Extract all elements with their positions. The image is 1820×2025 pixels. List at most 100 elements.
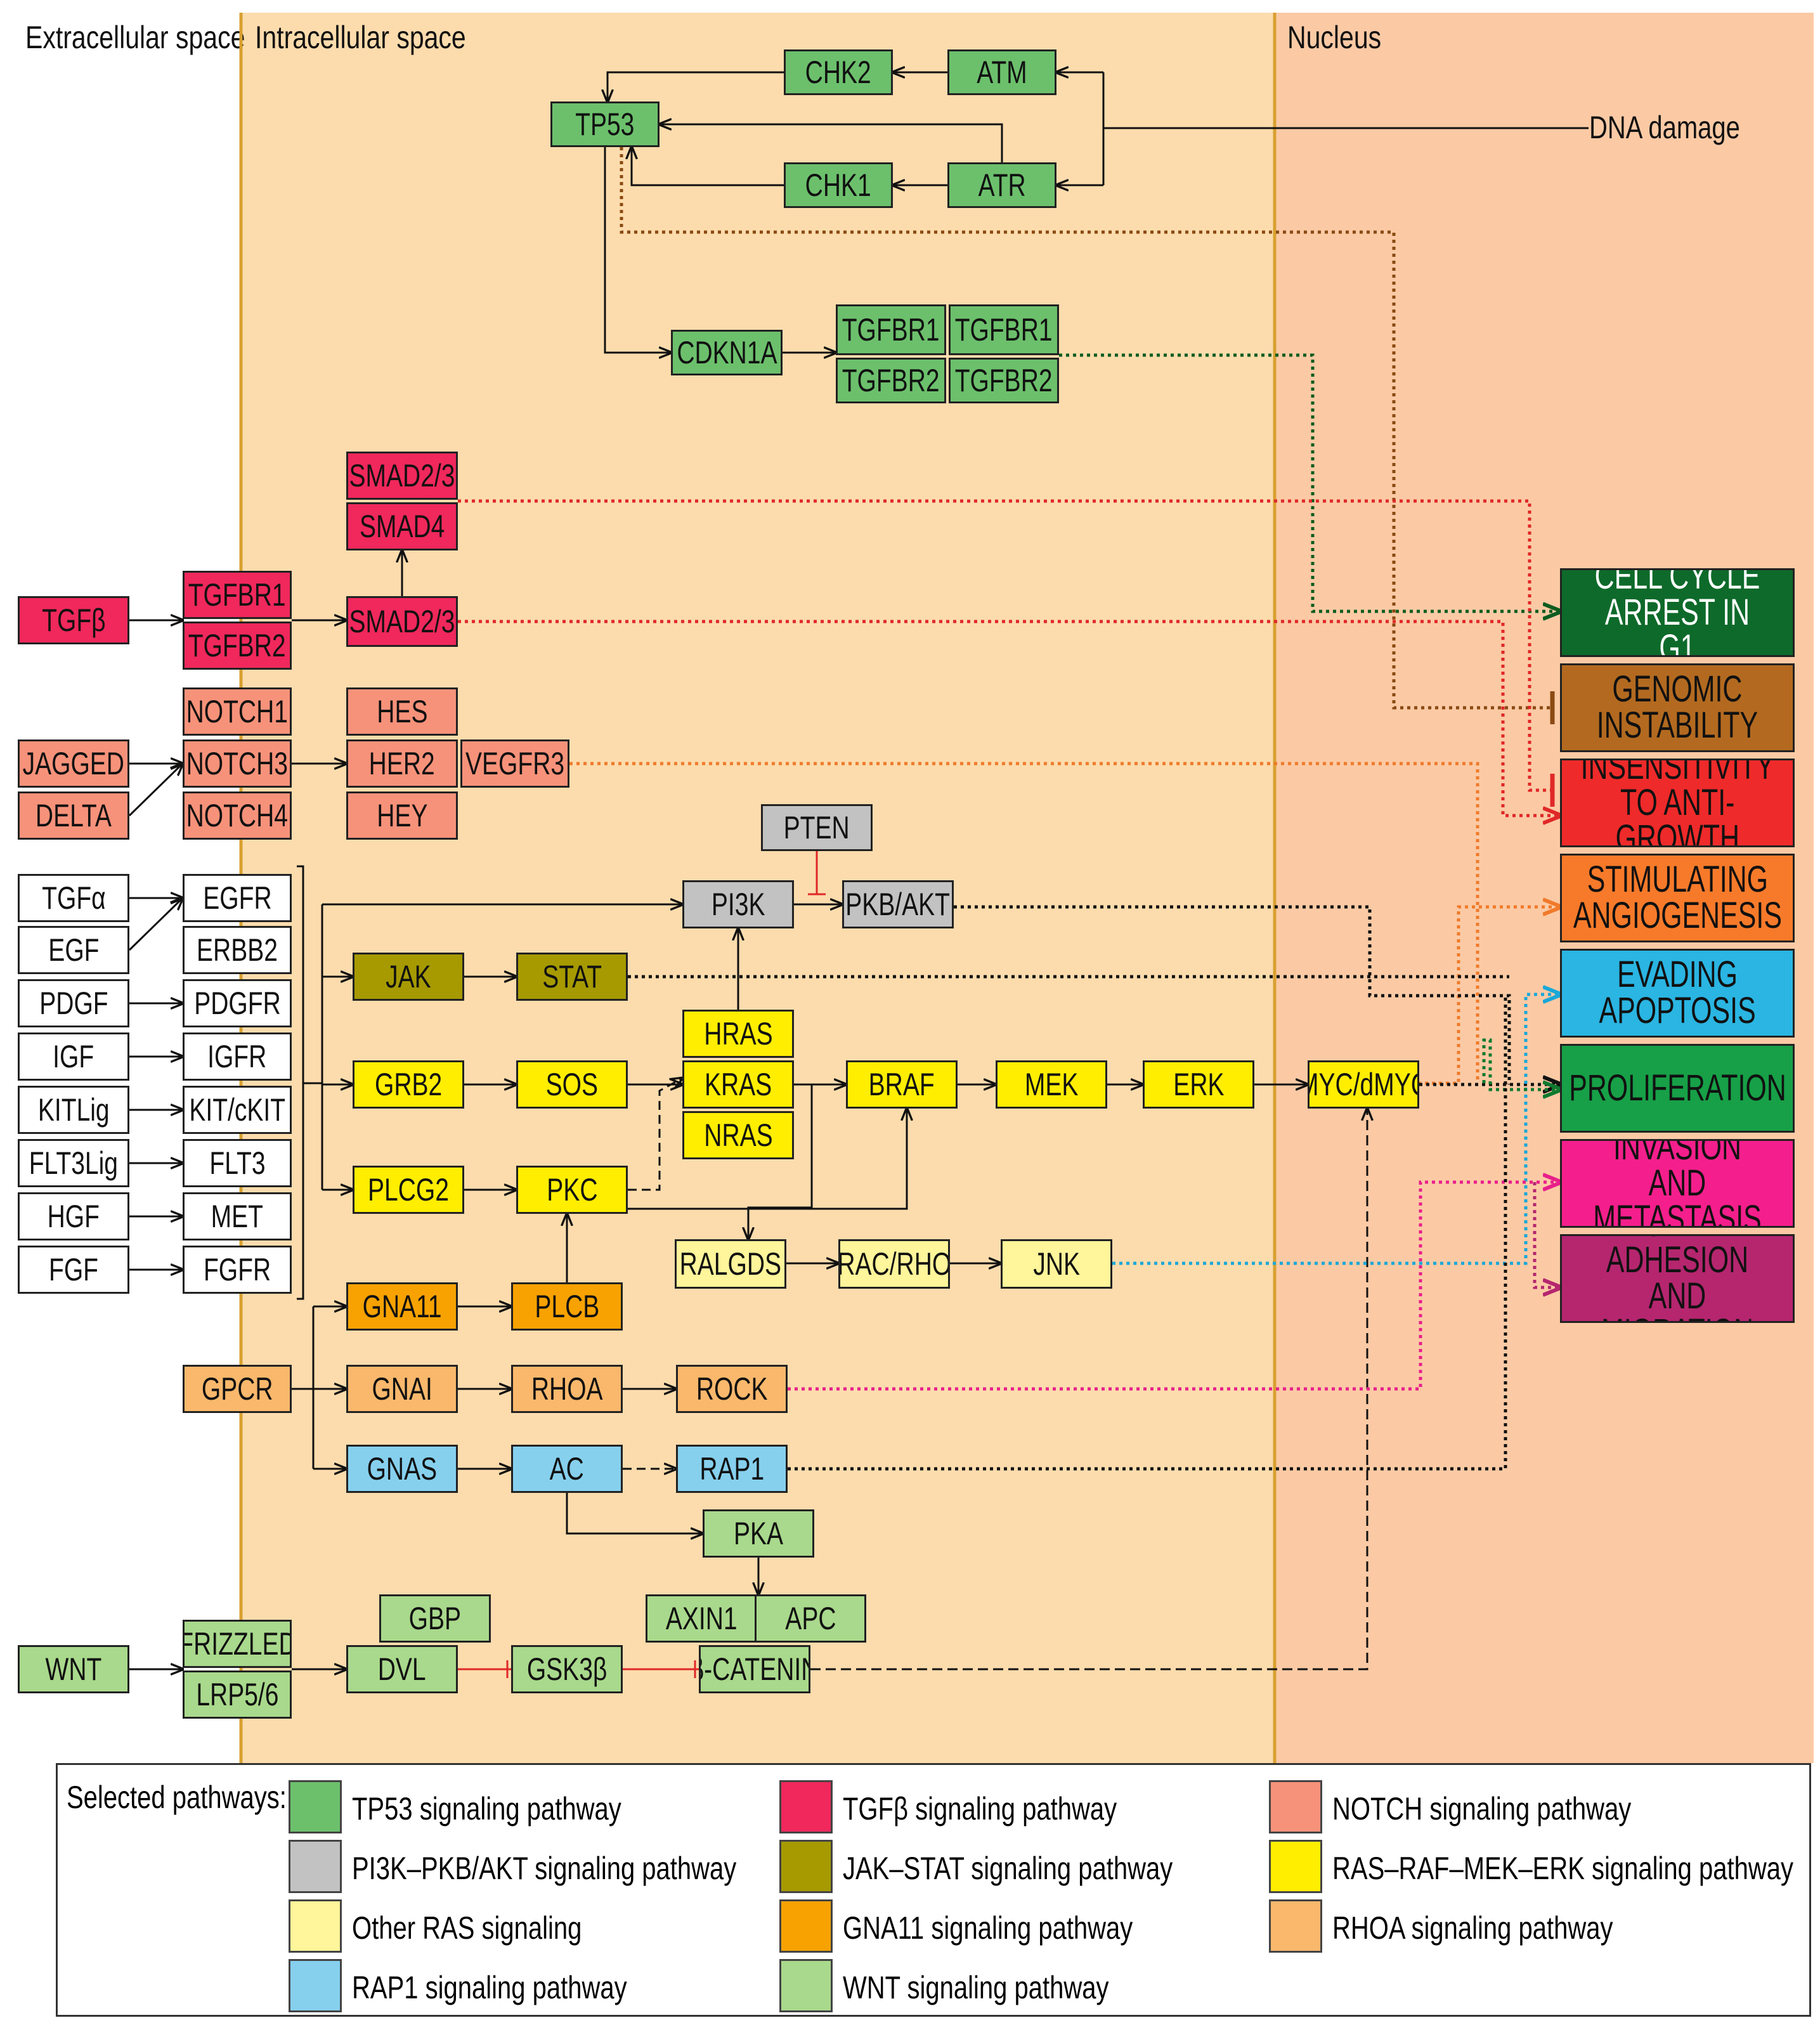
legend-item: JAK–STAT signaling pathway — [779, 1840, 1261, 1897]
outcome-cellcycle: CELL CYCLE ARREST IN G1 — [1560, 568, 1795, 657]
dotted-edge — [458, 499, 1554, 792]
legend-label: RHOA signaling pathway — [1332, 1910, 1613, 1946]
node-myc: MYC/dMYC — [1308, 1060, 1419, 1109]
bracket — [297, 865, 304, 1300]
node-tgfa: TGFα — [18, 874, 129, 922]
node-label: PLCB — [535, 1289, 599, 1324]
legend-label: RAP1 signaling pathway — [352, 1970, 627, 2005]
arrow-edge — [632, 147, 784, 186]
node-her2: HER2 — [346, 739, 458, 788]
node-rhoa: RHOA — [511, 1365, 623, 1413]
node-label: FGFR — [203, 1252, 271, 1287]
node-label: APC — [784, 1601, 836, 1636]
node-label: KITLig — [37, 1092, 110, 1128]
node-met: MET — [183, 1192, 292, 1240]
node-label: HEY — [376, 798, 428, 833]
legend-label: NOTCH signaling pathway — [1332, 1791, 1632, 1826]
node-label: PKB/AKT — [845, 887, 951, 922]
node-gnas: GNAS — [346, 1445, 458, 1493]
node-pdgf: PDGF — [18, 979, 129, 1027]
node-label: TP53 — [575, 107, 635, 142]
legend: Selected pathways: TP53 signaling pathwa… — [56, 1763, 1811, 2017]
legend-label: GNA11 signaling pathway — [843, 1910, 1133, 1946]
node-label: RALGDS — [679, 1246, 782, 1282]
node-pkbakt: PKB/AKT — [842, 880, 954, 928]
node-label: NOTCH4 — [186, 798, 289, 833]
dotted-edge — [1112, 994, 1560, 1265]
node-label: PI3K — [711, 887, 765, 922]
node-fgf: FGF — [18, 1246, 129, 1294]
node-label: CHK1 — [805, 167, 872, 203]
node-label: DVL — [378, 1651, 426, 1687]
outcome-adhesion: CELL ADHESION AND MIGRATION — [1560, 1234, 1795, 1323]
node-label: MEK — [1024, 1067, 1079, 1102]
node-tgfbr1a: TGFBR1 — [836, 304, 946, 355]
legend-item: RAS–RAF–MEK–ERK signaling pathway — [1269, 1840, 1793, 1897]
node-dvl: DVL — [346, 1645, 458, 1693]
node-label: GNAS — [367, 1451, 438, 1487]
node-axin1: AXIN1 — [646, 1594, 757, 1643]
node-label: SOS — [545, 1067, 599, 1102]
outcome-label: STIMULATING ANGIOGENESIS — [1573, 859, 1782, 936]
legend-title: Selected pathways: — [67, 1780, 287, 1815]
node-label: GNAI — [372, 1371, 432, 1407]
legend-item: PI3K–PKB/AKT signaling pathway — [289, 1840, 770, 1897]
node-label: STAT — [542, 959, 602, 994]
node-egf: EGF — [18, 926, 129, 974]
node-label: KRAS — [704, 1067, 772, 1102]
node-tgfbr2a: TGFBR2 — [836, 358, 946, 403]
node-label: GSK3β — [526, 1651, 608, 1687]
legend-swatch — [779, 1959, 833, 2012]
dotted-edge — [788, 996, 1507, 1471]
node-chk2: CHK2 — [784, 49, 893, 95]
legend-item: NOTCH signaling pathway — [1269, 1780, 1751, 1837]
outcome-label: EVADING APOPTOSIS — [1599, 954, 1756, 1031]
nucleus-label: Nucleus — [1287, 20, 1382, 55]
node-chk1: CHK1 — [784, 162, 893, 208]
node-mek: MEK — [996, 1060, 1107, 1109]
node-igf: IGF — [18, 1032, 129, 1081]
node-rap1: RAP1 — [676, 1445, 788, 1493]
node-sos: SOS — [516, 1060, 628, 1109]
node-pdgfr: PDGFR — [183, 979, 292, 1027]
node-label: HGF — [47, 1199, 100, 1234]
node-braf: BRAF — [846, 1060, 958, 1109]
node-flt3: FLT3 — [183, 1139, 292, 1187]
node-label: GRB2 — [374, 1067, 443, 1102]
node-gna11: GNA11 — [346, 1282, 458, 1331]
node-atm: ATM — [947, 49, 1056, 95]
node-label: JAK — [386, 959, 431, 994]
node-label: NOTCH3 — [186, 746, 289, 781]
legend-item: TGFβ signaling pathway — [779, 1780, 1261, 1837]
node-nras: NRAS — [682, 1111, 794, 1159]
node-label: AC — [549, 1451, 585, 1487]
node-label: TGFBR1 — [842, 312, 940, 348]
legend-item: TP53 signaling pathway — [289, 1780, 770, 1837]
legend-item: WNT signaling pathway — [779, 1959, 1261, 2016]
node-label: NOTCH1 — [186, 694, 289, 729]
node-label: PDGF — [39, 986, 108, 1021]
dna-damage-label: DNA damage — [1589, 110, 1740, 145]
node-label: RHOA — [531, 1371, 603, 1407]
outcome-label: INSENSITIVITY TO ANTI-GROWTH — [1580, 759, 1774, 847]
node-gpcr: GPCR — [183, 1365, 292, 1413]
legend-swatch — [289, 1899, 342, 1953]
node-tgfbr2b: TGFBR2 — [949, 358, 1059, 403]
node-tgfbr1b: TGFBR1 — [949, 304, 1059, 355]
node-label: DELTA — [36, 798, 112, 833]
node-label: TGFBR2 — [188, 628, 286, 663]
node-label: PDGFR — [193, 986, 281, 1021]
legend-label: Other RAS signaling — [352, 1910, 582, 1946]
arrow-edge — [628, 1109, 907, 1210]
node-label: HER2 — [368, 746, 436, 781]
outcome-insens: INSENSITIVITY TO ANTI-GROWTH — [1560, 759, 1795, 847]
node-kras: KRAS — [682, 1060, 794, 1109]
node-label: PKA — [733, 1516, 784, 1551]
node-jnk: JNK — [1001, 1239, 1112, 1289]
node-label: ERK — [1173, 1067, 1225, 1102]
node-egfr: EGFR — [183, 874, 292, 922]
arrow-edge — [748, 1083, 813, 1239]
node-tgfbr1c: TGFBR1 — [183, 571, 292, 619]
node-hey: HEY — [346, 791, 458, 840]
